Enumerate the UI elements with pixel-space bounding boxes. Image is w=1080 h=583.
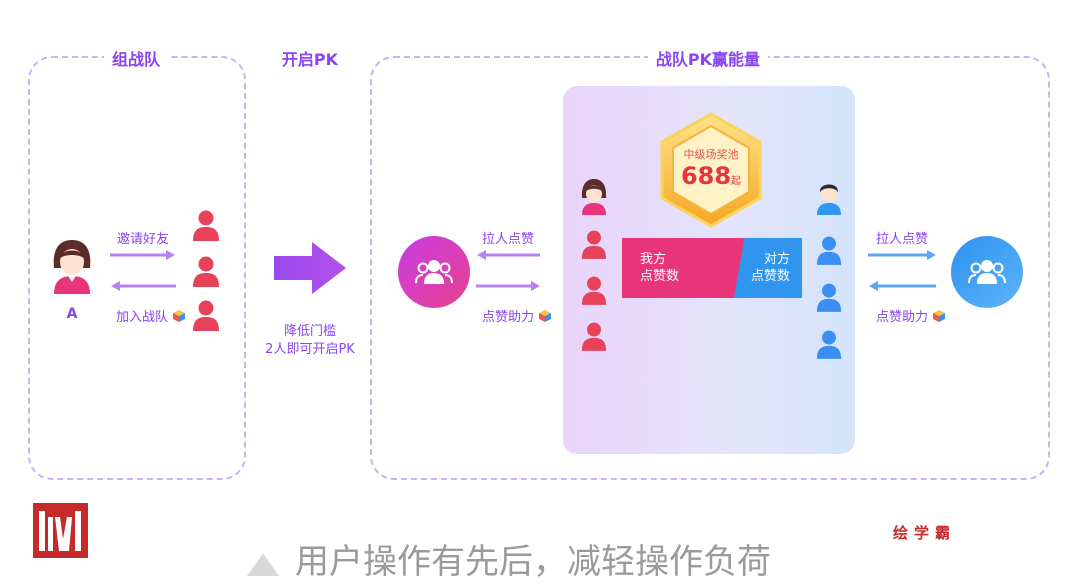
friend-person-icon [192, 210, 220, 242]
our-likes-line1: 我方 [640, 252, 667, 267]
our-team-circle [398, 236, 470, 308]
our-member-icon [581, 276, 607, 306]
right-pull-arrow [868, 250, 936, 260]
join-arrow [111, 281, 176, 291]
start-note-line2: 2人即可开启PK [265, 342, 355, 357]
left-help-text: 点赞助力 [482, 310, 535, 325]
prize-suffix: 起 [731, 176, 742, 187]
their-team-circle [951, 236, 1023, 308]
start-note-line1: 降低门槛 [283, 324, 337, 339]
brand-watermark: 绘学霸 [893, 524, 957, 542]
prize-pool-badge [660, 112, 762, 228]
friend-person-icon [192, 256, 220, 288]
start-pk-title: 开启PK [273, 46, 347, 70]
right-pull-label: 拉人点赞 [875, 232, 929, 247]
triangle-bullet-icon [247, 553, 279, 576]
prize-amount: 688起 [681, 162, 741, 190]
left-pull-arrow [477, 250, 540, 260]
right-help-label: 点赞助力 [876, 306, 946, 325]
their-likes-label: 对方 点赞数 [751, 251, 790, 285]
likes-comparison-bar: 我方 点赞数 对方 点赞数 [622, 238, 802, 298]
join-label: 加入战队 [116, 306, 186, 325]
left-pull-label: 拉人点赞 [481, 232, 535, 247]
invite-label: 邀请好友 [116, 232, 170, 247]
our-likes-label: 我方 点赞数 [640, 251, 679, 285]
their-likes-line2: 点赞数 [750, 269, 790, 284]
user-a-label: A [66, 306, 78, 322]
logo-mark-icon [39, 511, 81, 551]
footer-caption: 用户操作有先后，减轻操作负荷 [295, 542, 771, 582]
user-a-avatar [50, 238, 94, 296]
their-member-icon [816, 236, 842, 266]
team-group-icon [967, 257, 1007, 287]
our-member-icon [581, 230, 607, 260]
friend-person-icon [192, 300, 220, 332]
publisher-logo [33, 503, 88, 558]
pk-panel-title: 战队PK赢能量 [647, 46, 769, 70]
our-member-icon [581, 322, 607, 352]
our-likes-line2: 点赞数 [640, 269, 680, 284]
left-help-arrow [476, 281, 540, 291]
start-pk-arrow [274, 242, 346, 294]
team-panel-title: 组战队 [103, 46, 169, 70]
their-member-icon [816, 330, 842, 360]
right-help-arrow [869, 281, 936, 291]
join-label-text: 加入战队 [116, 310, 169, 325]
treasure-chest-icon [932, 309, 946, 323]
treasure-chest-icon [538, 309, 552, 323]
team-group-icon [414, 257, 454, 287]
treasure-chest-icon [172, 309, 186, 323]
their-likes-line1: 对方 [763, 252, 790, 267]
right-help-text: 点赞助力 [876, 310, 929, 325]
invite-arrow [110, 250, 175, 260]
left-help-label: 点赞助力 [482, 306, 552, 325]
their-leader-avatar [815, 178, 843, 216]
their-member-icon [816, 283, 842, 313]
prize-value: 688 [680, 162, 732, 190]
our-leader-avatar [580, 178, 608, 216]
prize-title: 中级场奖池 [683, 148, 739, 161]
